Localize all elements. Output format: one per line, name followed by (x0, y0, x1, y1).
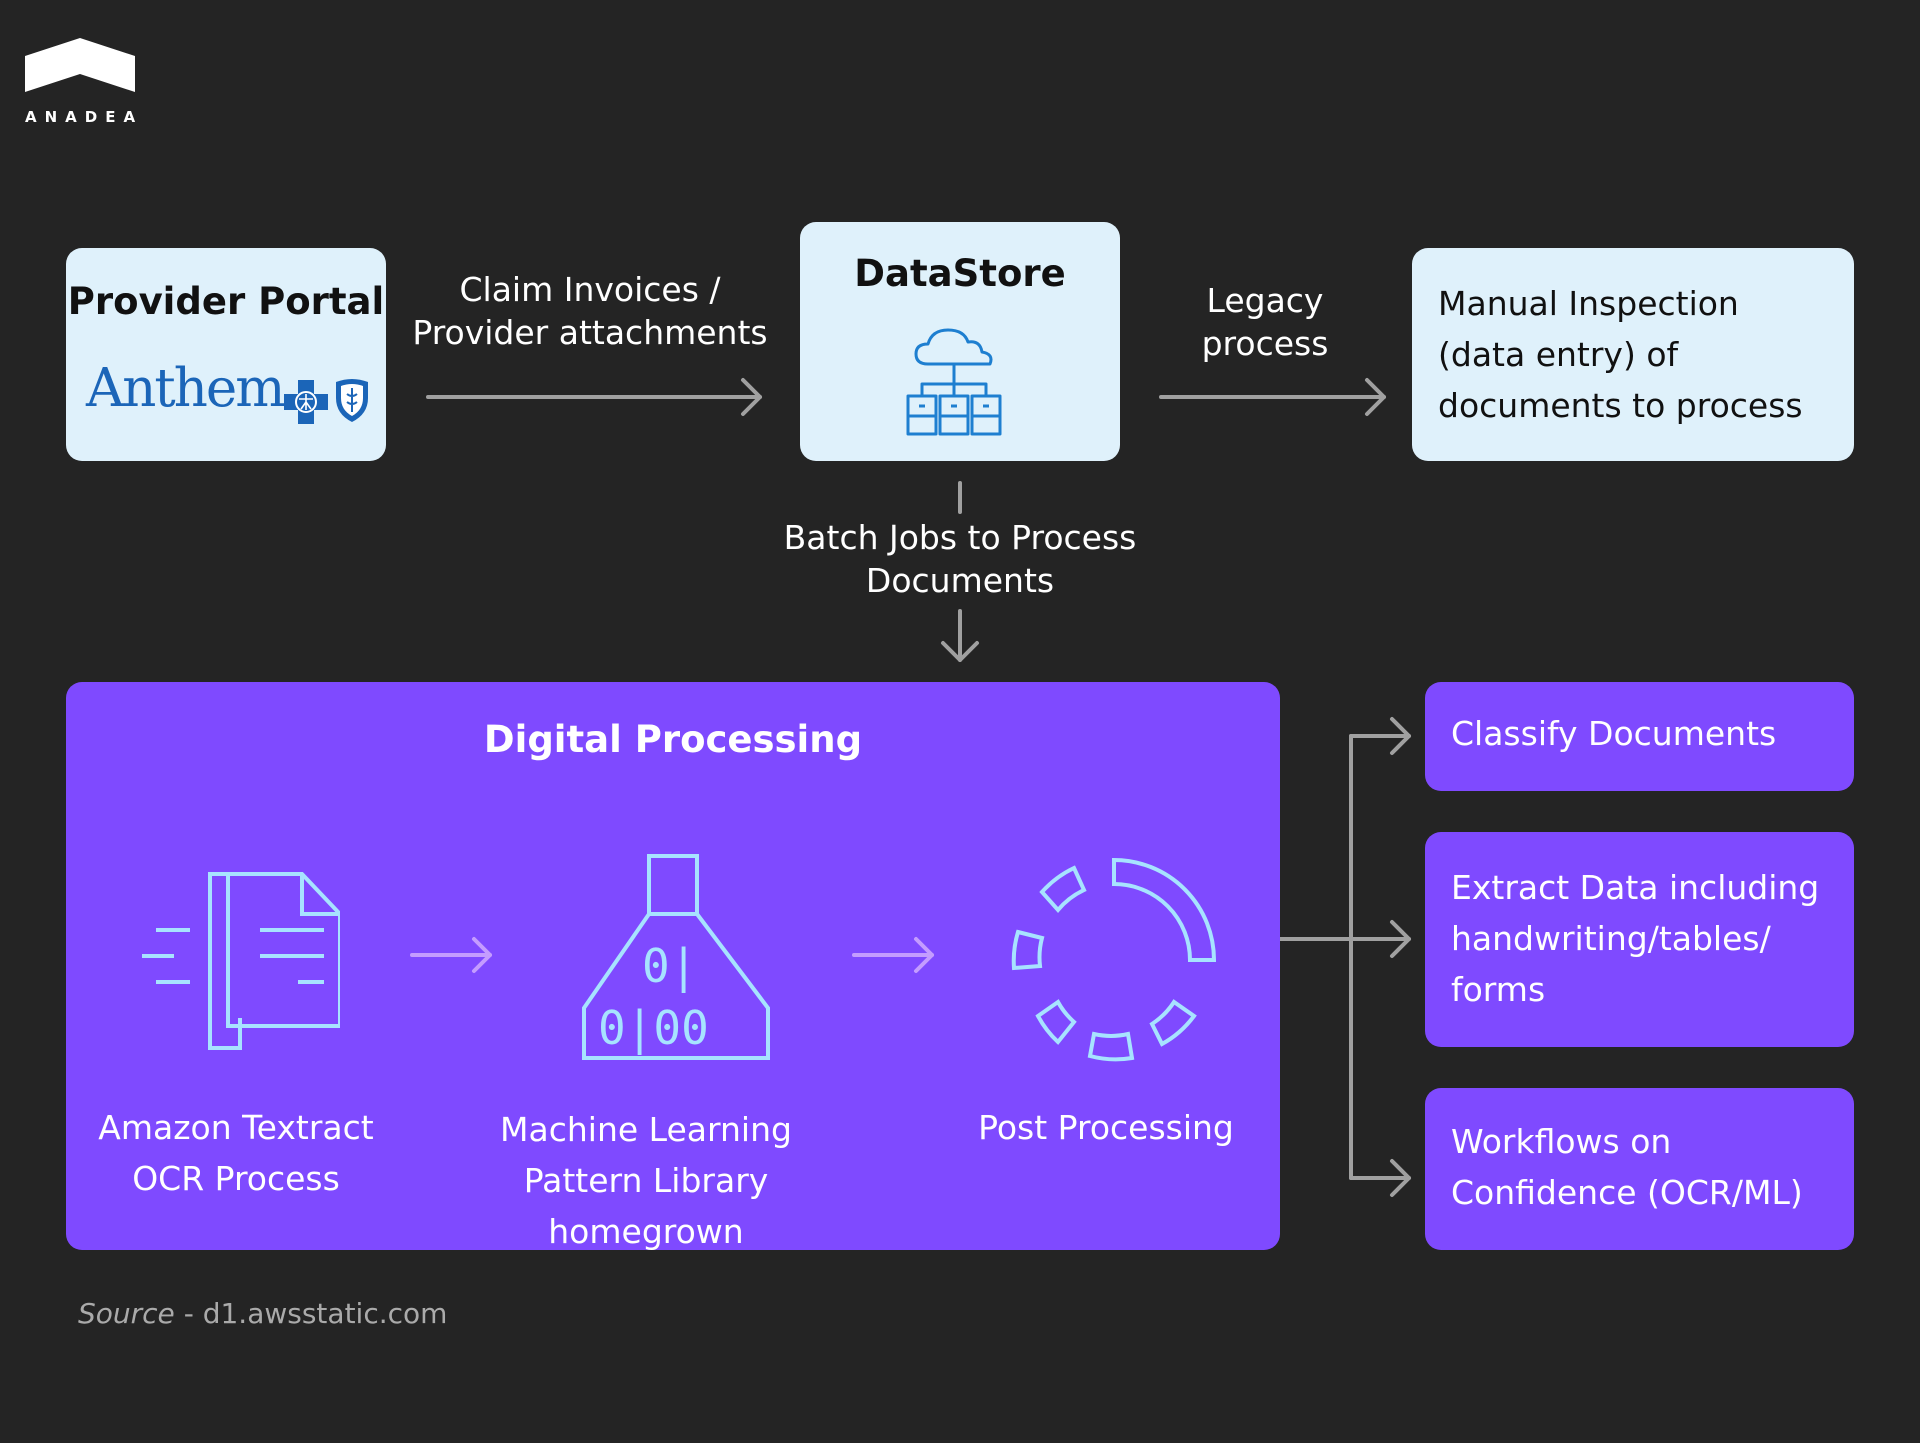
edge-label-batch: Batch Jobs to Process Documents (740, 516, 1180, 602)
digital-processing-title: Digital Processing (483, 718, 863, 761)
datastore-title: DataStore (854, 252, 1066, 295)
documents-icon (142, 872, 340, 1050)
digital-processing-node: Digital Processing Amazon Textract OCR P… (66, 682, 1280, 1251)
anadea-logo-icon (25, 38, 135, 92)
arrow-legacy-to-manual (1159, 378, 1386, 416)
text-line: OCR Process (132, 1159, 340, 1198)
source-separator: - (174, 1297, 203, 1330)
anthem-logo: Anthem (86, 358, 371, 438)
arrow-claim-to-datastore (426, 378, 762, 416)
source-value: d1.awsstatic.com (202, 1297, 448, 1330)
text-line: Workflows on (1451, 1122, 1672, 1161)
binary-flask-icon: 0| 0|00 (582, 854, 770, 1060)
output-text: Extract Data including handwriting/table… (1451, 862, 1819, 1015)
arrow-step-2-to-3 (852, 937, 934, 973)
output-classify-documents: Classify Documents (1425, 682, 1854, 791)
datastore-node: DataStore (800, 222, 1120, 461)
text-line: Amazon Textract (98, 1108, 374, 1147)
text-line: (data entry) of (1438, 335, 1679, 374)
cloud-server-network-icon (906, 328, 1002, 436)
text-line: Machine Learning (500, 1110, 792, 1149)
provider-portal-node: Provider Portal Anthem (66, 248, 386, 461)
step-label-post-processing: Post Processing (946, 1102, 1266, 1153)
edge-label-line: Batch Jobs to Process (783, 518, 1137, 557)
svg-text:0|00: 0|00 (598, 1001, 709, 1056)
arrow-outputs-branch (1278, 717, 1411, 1197)
blue-shield-icon (336, 379, 368, 422)
output-text: Workflows on Confidence (OCR/ML) (1451, 1116, 1803, 1218)
blue-cross-icon (284, 380, 328, 424)
text-line: Post Processing (978, 1108, 1234, 1147)
svg-text:0|: 0| (642, 939, 697, 994)
output-workflows-confidence: Workflows on Confidence (OCR/ML) (1425, 1088, 1854, 1250)
text-line: Extract Data including (1451, 868, 1820, 907)
edge-label-claim: Claim Invoices / Provider attachments (405, 268, 775, 354)
edge-label-line: Provider attachments (412, 313, 768, 352)
edge-label-line: Documents (865, 561, 1055, 600)
text-line: Confidence (OCR/ML) (1451, 1173, 1803, 1212)
output-text: Classify Documents (1451, 708, 1776, 759)
text-line: Manual Inspection (1438, 284, 1739, 323)
brand-name: ANADEA (25, 108, 144, 126)
provider-portal-title: Provider Portal (67, 280, 385, 323)
output-extract-data: Extract Data including handwriting/table… (1425, 832, 1854, 1047)
step-label-textract: Amazon Textract OCR Process (66, 1102, 406, 1204)
anthem-wordmark: Anthem (86, 358, 285, 419)
text-line: documents to process (1438, 386, 1803, 425)
source-credit: Source - d1.awsstatic.com (78, 1297, 447, 1330)
text-line: Pattern Library homegrown (523, 1161, 769, 1251)
edge-label-line: process (1201, 324, 1329, 363)
text-line: forms (1451, 970, 1546, 1009)
text-line: handwriting/tables/ (1451, 919, 1771, 958)
manual-inspection-node: Manual Inspection (data entry) of docume… (1412, 248, 1854, 461)
source-label: Source (78, 1297, 175, 1330)
edge-label-line: Claim Invoices / (459, 270, 721, 309)
loading-ring-icon (1011, 857, 1217, 1062)
manual-inspection-text: Manual Inspection (data entry) of docume… (1438, 278, 1838, 431)
step-label-ml: Machine Learning Pattern Library homegro… (436, 1104, 856, 1257)
edge-label-legacy: Legacy process (1160, 279, 1370, 365)
arrow-step-1-to-2 (410, 937, 492, 973)
edge-label-line: Legacy (1206, 281, 1324, 320)
text-line: Classify Documents (1451, 714, 1777, 753)
